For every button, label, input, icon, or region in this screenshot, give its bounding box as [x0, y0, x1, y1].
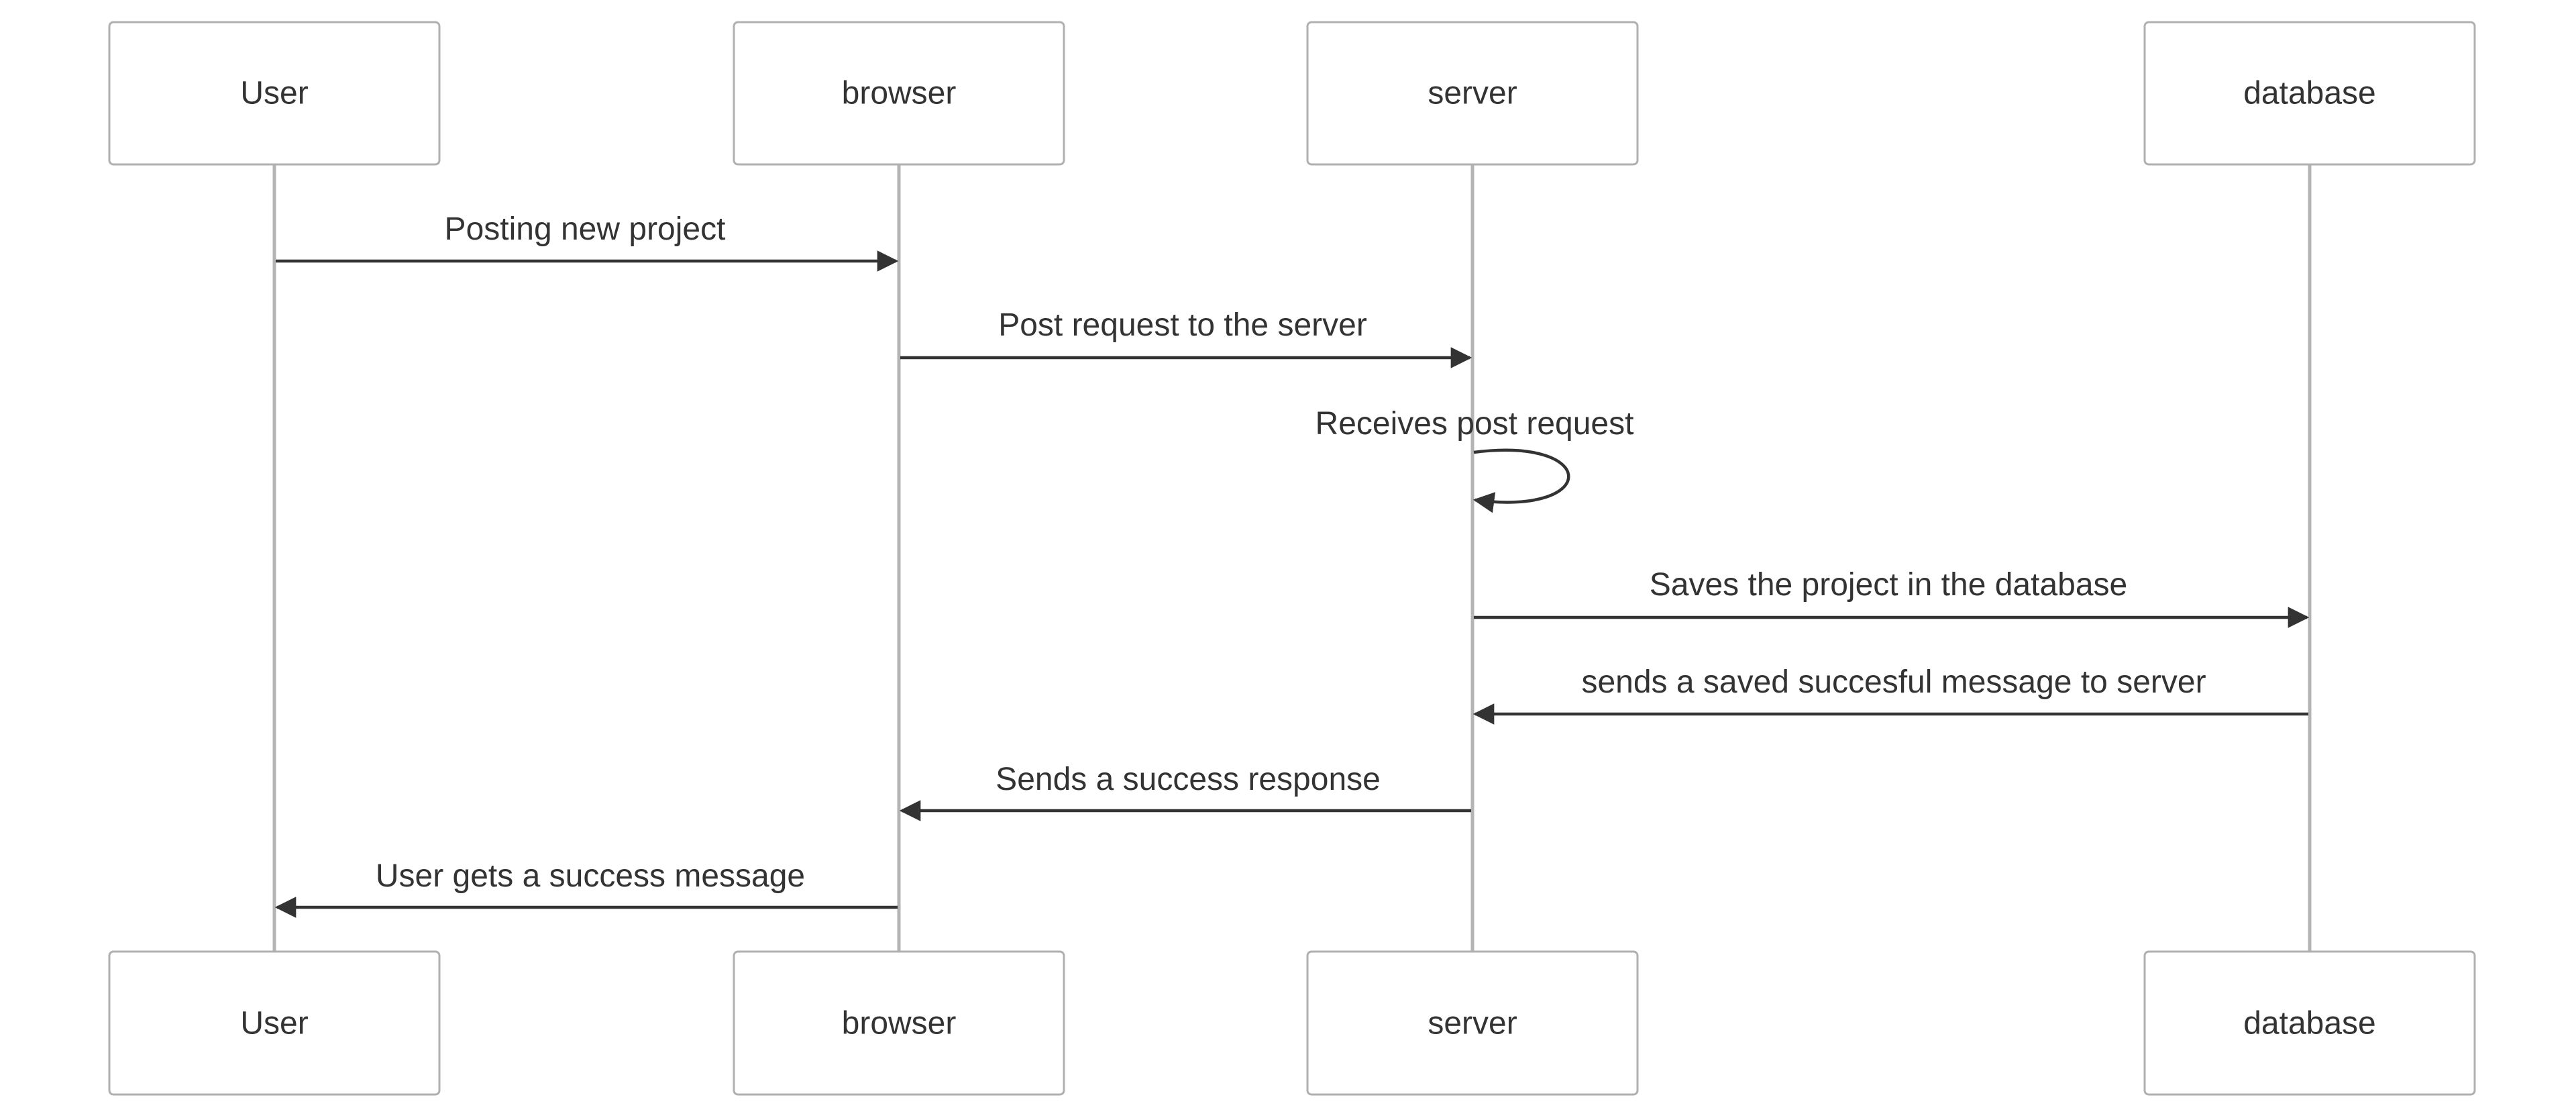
participant-label: User: [240, 76, 308, 111]
participant-label: database: [2243, 76, 2376, 111]
message-post-request[interactable]: Post request to the server: [900, 307, 1472, 368]
message-saved-successful[interactable]: sends a saved succesful message to serve…: [1472, 664, 2308, 725]
participant-label: User: [240, 1006, 308, 1042]
message-label: sends a saved succesful message to serve…: [1581, 664, 2206, 700]
message-posting-new-project[interactable]: Posting new project: [276, 211, 899, 272]
participant-label: database: [2243, 1006, 2376, 1042]
messages: Posting new project Post request to the …: [274, 211, 2310, 918]
participant-server-top[interactable]: server: [1306, 21, 1639, 166]
participant-user-top[interactable]: User: [108, 21, 441, 166]
participant-browser-bottom[interactable]: browser: [733, 950, 1065, 1096]
message-label: Saves the project in the database: [1650, 567, 2127, 603]
message-user-success[interactable]: User gets a success message: [274, 858, 898, 918]
participant-database-bottom[interactable]: database: [2143, 950, 2476, 1096]
participant-browser-top[interactable]: browser: [733, 21, 1065, 166]
message-receives-post-request[interactable]: Receives post request: [1316, 406, 1634, 513]
message-saves-project[interactable]: Saves the project in the database: [1474, 567, 2310, 628]
message-label: Receives post request: [1316, 406, 1634, 442]
message-label: Posting new project: [445, 211, 726, 247]
lifelines: [272, 164, 2312, 952]
message-label: Sends a success response: [996, 762, 1381, 797]
participants-top: User browser server database: [108, 21, 2476, 166]
participants-bottom: User browser server database: [108, 950, 2476, 1096]
participant-label: browser: [842, 1006, 957, 1042]
message-label: User gets a success message: [376, 858, 805, 894]
participant-label: browser: [842, 76, 957, 111]
message-success-response[interactable]: Sends a success response: [899, 762, 1471, 821]
participant-database-top[interactable]: database: [2143, 21, 2476, 166]
participant-user-bottom[interactable]: User: [108, 950, 441, 1096]
participant-server-bottom[interactable]: server: [1306, 950, 1639, 1096]
participant-label: server: [1428, 76, 1517, 111]
participant-label: server: [1428, 1006, 1517, 1042]
self-message-arrow: [1472, 448, 1570, 513]
message-label: Post request to the server: [998, 307, 1367, 343]
